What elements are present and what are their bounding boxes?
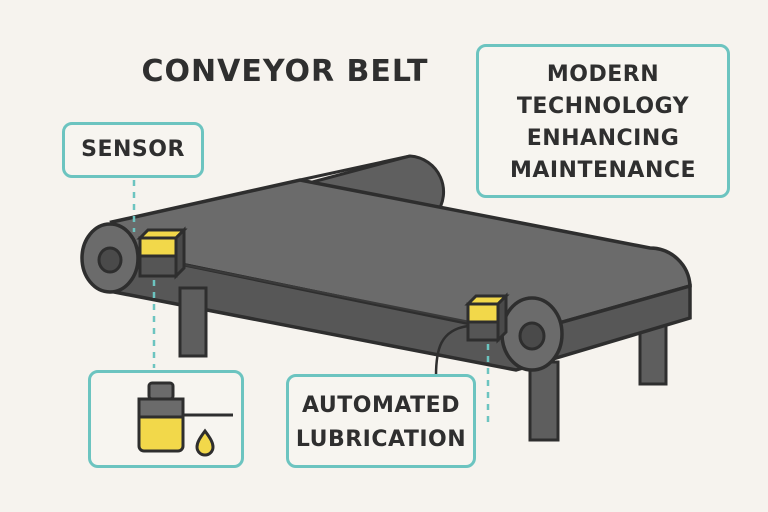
oil-dispenser-icon — [137, 381, 233, 457]
conveyor-leg-front-right — [528, 360, 560, 442]
sensor-callout: SENSOR — [62, 122, 204, 178]
headline-line-3: ENHANCING — [526, 126, 680, 151]
page-title: CONVEYOR BELT — [141, 54, 429, 89]
lubrication-line-2: LUBRICATION — [295, 427, 467, 452]
sensor-label: SENSOR — [81, 137, 185, 162]
headline-line-2: TECHNOLOGY — [516, 94, 690, 119]
headline-line-1: MODERN — [546, 62, 660, 87]
sensor-icon — [136, 226, 188, 280]
right-roller-end — [500, 296, 564, 372]
headline-line-4: MAINTENANCE — [509, 158, 697, 183]
left-roller-end — [80, 222, 140, 294]
connector-lines — [132, 180, 490, 422]
oil-drop-icon — [195, 428, 215, 457]
lubrication-sensor-icon — [434, 292, 510, 377]
lubrication-line-1: AUTOMATED — [302, 393, 460, 418]
oil-dispenser-callout — [88, 370, 244, 468]
lubrication-callout: AUTOMATED LUBRICATION — [286, 374, 476, 468]
headline-callout: MODERN TECHNOLOGY ENHANCING MAINTENANCE — [476, 44, 730, 198]
conveyor-leg-front-left — [178, 286, 208, 358]
